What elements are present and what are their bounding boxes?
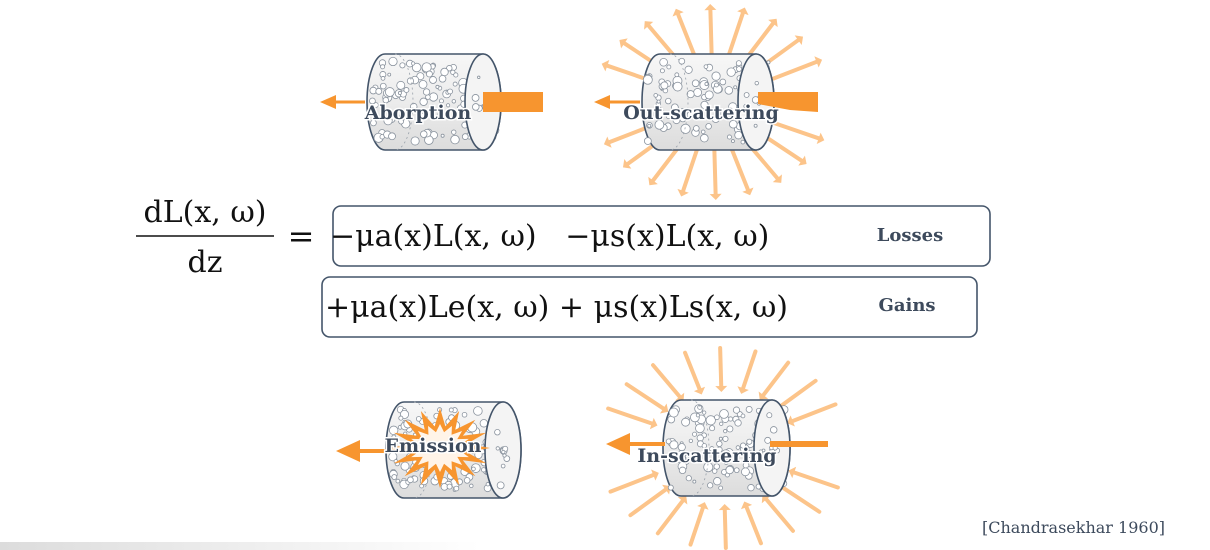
in-scattering-label: In-scattering (637, 445, 776, 467)
absorption-label: Aborption (364, 102, 472, 124)
losses-box (332, 205, 991, 267)
absorption-incoming-beam (483, 92, 543, 112)
absorption-cylinder (366, 53, 502, 151)
gains-label: Gains (878, 295, 935, 316)
out-scattering-panel: Out-scattering (594, 4, 825, 200)
out-scattering-incoming-beam (758, 92, 818, 112)
losses-label: Losses (877, 225, 944, 246)
in-scattering-outgoing-arrow (606, 433, 665, 455)
out-scattering-label: Out-scattering (623, 102, 779, 124)
emission-label: Emission (385, 435, 482, 457)
emission-outgoing-arrow (336, 440, 395, 462)
in-scattering-panel: In-scattering (606, 346, 840, 550)
in-scattering-cylinder (662, 399, 791, 497)
bottom-edge-shade (0, 542, 480, 550)
equation-lhs-denominator: dz (187, 245, 222, 280)
absorption-panel: Aborption (320, 53, 543, 151)
transport-equation: dL(x, ω) dz = −μa(x)L(x, ω) −μs(x)L(x, ω… (136, 195, 991, 338)
citation: [Chandrasekhar 1960] (982, 518, 1165, 537)
equation-losses-terms: −μa(x)L(x, ω) −μs(x)L(x, ω) (330, 219, 769, 254)
absorption-outgoing-arrow (320, 95, 365, 109)
equation-lhs-numerator: dL(x, ω) (144, 195, 267, 230)
gains-box (321, 276, 978, 338)
emission-panel: Emission (336, 401, 522, 499)
emission-starburst-core-icon (408, 424, 472, 472)
in-scattering-incoming-beam (770, 441, 828, 447)
equation-gains-terms: +μa(x)Le(x, ω) + μs(x)Ls(x, ω) (325, 290, 788, 325)
out-scattering-outgoing-arrow (594, 95, 640, 109)
out-scattering-cylinder (641, 53, 775, 151)
equation-equals-sign: = (288, 217, 315, 255)
